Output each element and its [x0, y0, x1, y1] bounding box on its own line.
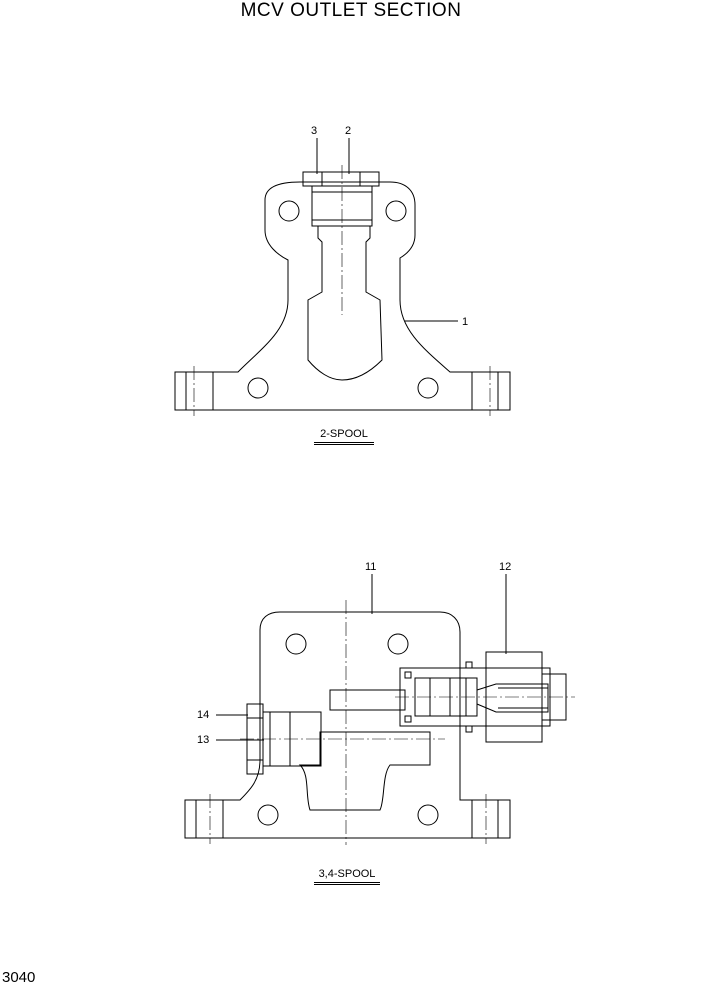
callout-2: 2 — [345, 125, 352, 137]
view-2-spool — [174, 138, 511, 416]
outlet-body-outline — [184, 611, 511, 839]
callout-11: 11 — [365, 561, 377, 573]
callout-3: 3 — [311, 125, 318, 137]
view-3-4-spool — [184, 574, 575, 845]
internal-passage — [298, 731, 431, 811]
callout-12: 12 — [499, 561, 512, 573]
callout-1: 1 — [462, 316, 469, 328]
flange-left — [184, 799, 224, 839]
page-number: 3040 — [2, 969, 36, 986]
mount-hole — [387, 633, 409, 655]
mount-hole — [285, 633, 307, 655]
view-caption-2-spool: 2-SPOOL — [314, 428, 374, 445]
mount-hole — [278, 200, 300, 222]
callout-13: 13 — [197, 734, 210, 746]
mount-hole — [417, 377, 439, 399]
view-caption-3-4-spool: 3,4-SPOOL — [314, 868, 380, 885]
callout-14: 14 — [197, 709, 210, 721]
mount-hole — [417, 804, 439, 826]
internal-passage — [329, 689, 406, 711]
plug-hex — [302, 171, 380, 187]
mount-hole — [385, 200, 407, 222]
outlet-body-outline — [174, 181, 511, 411]
flange-right — [471, 799, 511, 839]
mount-hole — [247, 377, 269, 399]
mount-hole — [257, 804, 279, 826]
flange-right — [471, 371, 511, 411]
page-title: MCV OUTLET SECTION — [240, 0, 462, 21]
internal-passage — [307, 226, 383, 381]
